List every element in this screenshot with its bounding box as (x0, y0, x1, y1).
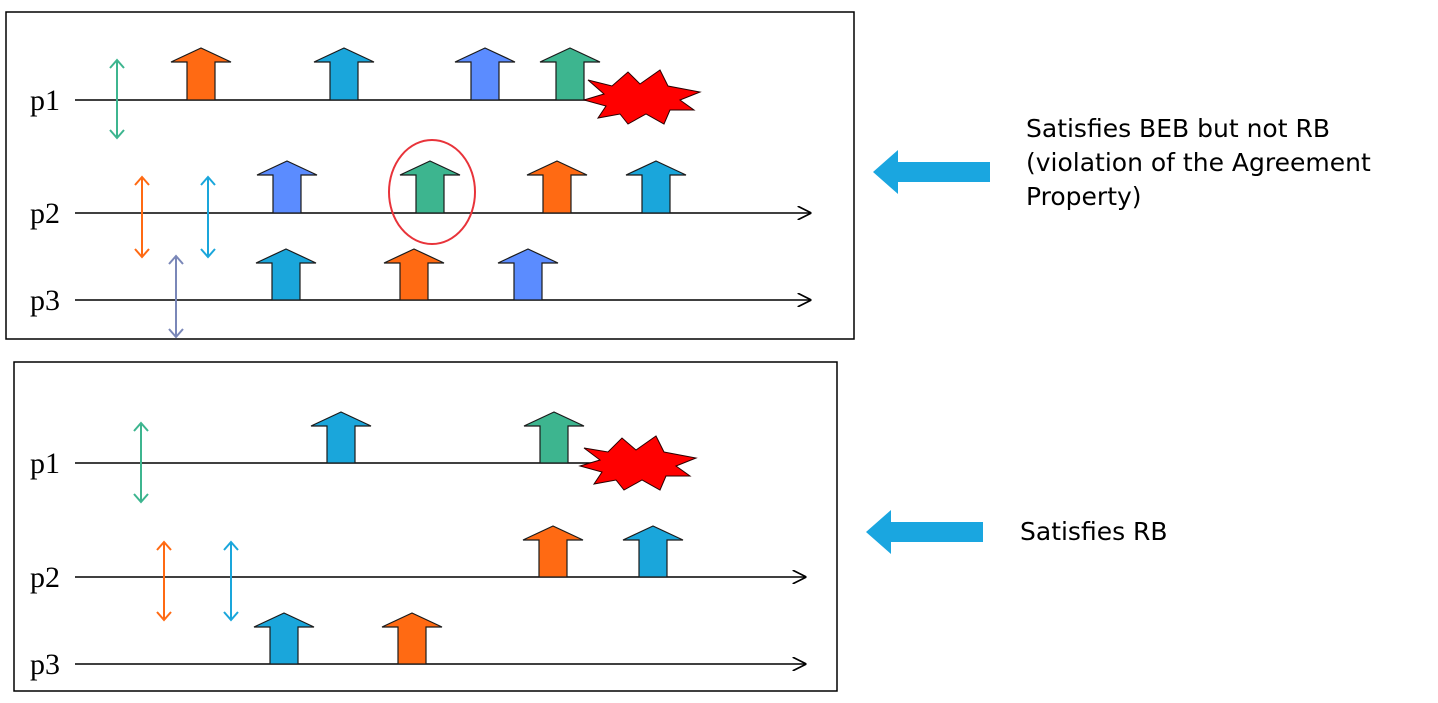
bottom-p3-cyan-delivery-arrow (253, 612, 315, 665)
bottom-pointer-arrow-icon (866, 510, 983, 554)
top-orange-broadcast-arrow (134, 175, 150, 259)
top-p2-cyan-delivery-arrow (625, 160, 687, 214)
top-cyan-broadcast-arrow (200, 175, 216, 259)
top-p1-crash-burst-icon (582, 69, 702, 125)
top-p1-blue-delivery-arrow (454, 47, 516, 101)
top-p1-cyan-delivery-arrow (313, 47, 375, 101)
bottom-p3-orange-delivery-arrow (381, 612, 443, 665)
bottom-p1-label: p1 (30, 447, 60, 480)
bottom-p1-cyan-delivery-arrow (310, 411, 372, 464)
top-p1-orange-delivery-arrow (170, 47, 232, 101)
top-p2-label: p2 (30, 197, 60, 230)
bottom-p2-cyan-delivery-arrow (622, 525, 684, 578)
bottom-orange-broadcast-arrow (156, 540, 172, 622)
bottom-p1-green-delivery-arrow (523, 411, 585, 464)
top-p3-cyan-delivery-arrow (255, 248, 317, 301)
top-panel: p1 p2 p3 (5, 11, 855, 340)
top-p2-green-delivery-arrow (399, 160, 461, 214)
bottom-panel: p1 p2 p3 (13, 361, 838, 692)
bottom-p3-label: p3 (30, 648, 60, 681)
top-caption: Satisfies BEB but not RB (violation of t… (1026, 114, 1371, 211)
top-p2-highlight-circle (388, 139, 476, 245)
top-p2-orange-delivery-arrow (526, 160, 588, 214)
top-panel-frame (5, 11, 855, 340)
bottom-green-broadcast-arrow (133, 421, 149, 504)
bottom-p2-label: p2 (30, 561, 60, 594)
top-p3-label: p3 (30, 284, 60, 317)
top-slate-broadcast-arrow (168, 254, 184, 339)
top-p2-blue-delivery-arrow (256, 160, 318, 214)
bottom-panel-frame (13, 361, 838, 692)
top-p3-orange-delivery-arrow (383, 248, 445, 301)
bottom-caption: Satisfies RB (1020, 517, 1168, 546)
bottom-p1-crash-burst-icon (578, 435, 698, 491)
bottom-cyan-broadcast-arrow (223, 540, 239, 622)
bottom-p2-orange-delivery-arrow (522, 525, 584, 578)
top-pointer-arrow-icon (873, 150, 990, 194)
top-p1-label: p1 (30, 84, 60, 117)
top-green-broadcast-arrow (109, 58, 125, 140)
top-p3-blue-delivery-arrow (497, 248, 559, 301)
top-p1-green-delivery-arrow (539, 47, 601, 101)
